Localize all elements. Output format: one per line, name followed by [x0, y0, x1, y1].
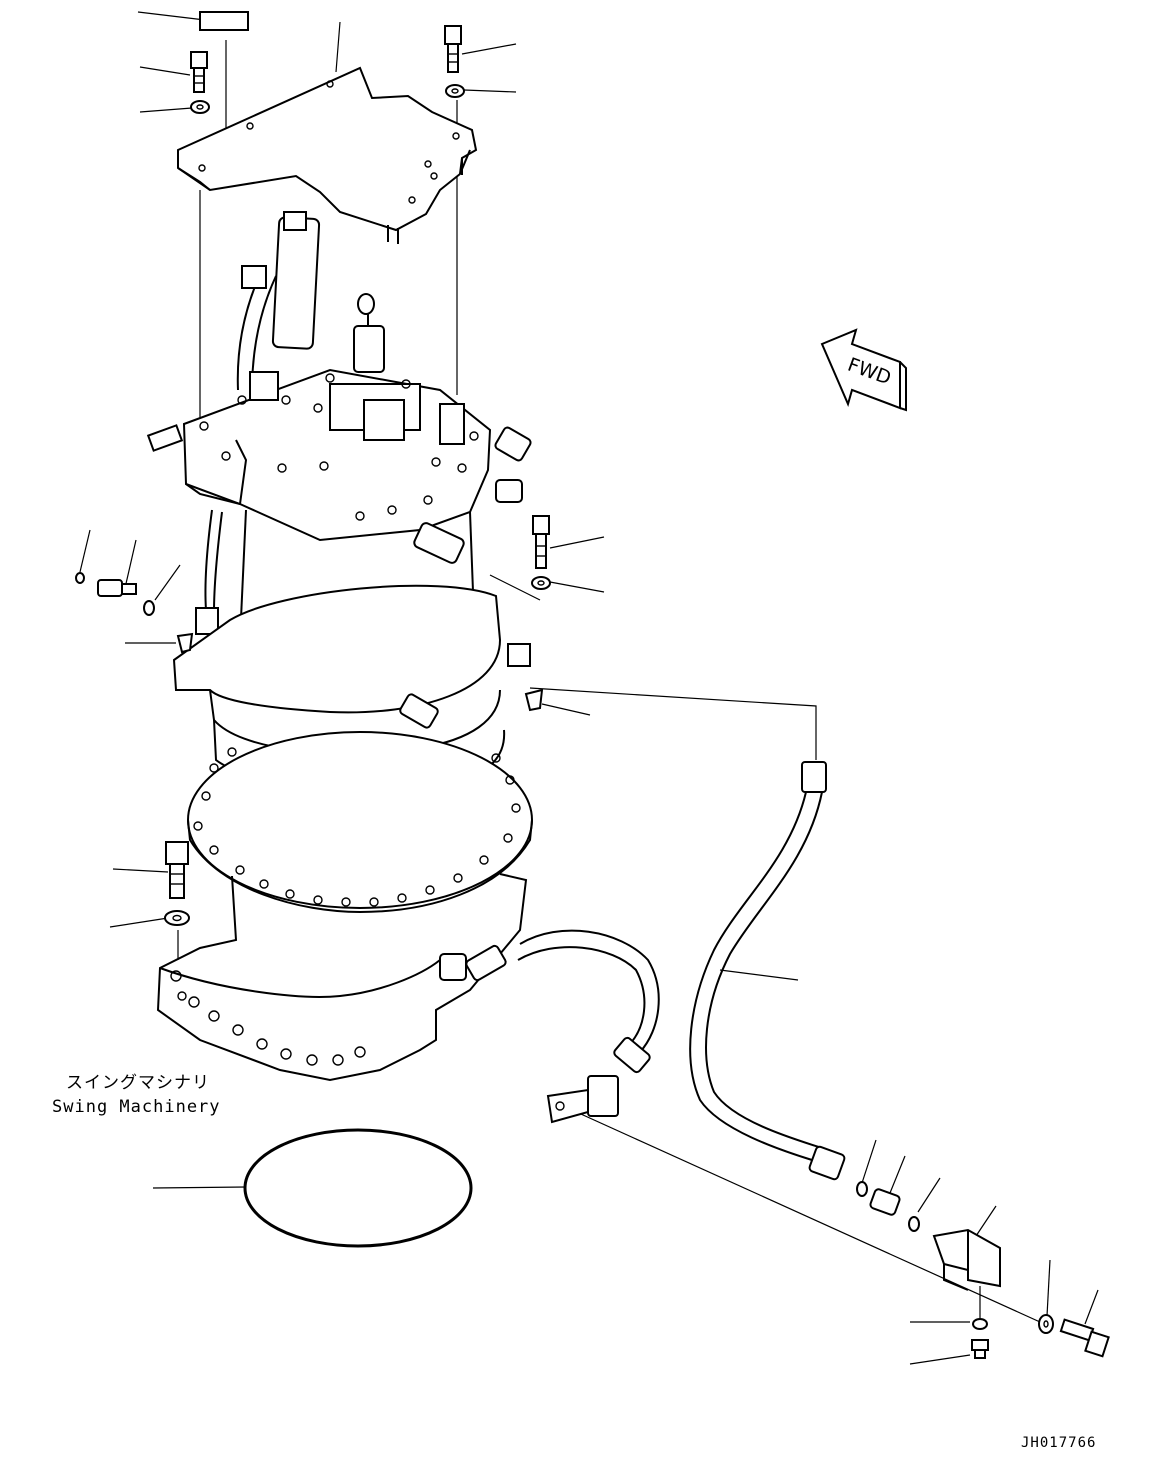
- assembly-name-en: Swing Machinery: [52, 1097, 221, 1117]
- washer-icon: [531, 576, 551, 590]
- o-ring-icon: [856, 1181, 868, 1197]
- mounting-bracket-icon: [932, 1228, 1001, 1291]
- top-fasteners: [190, 25, 465, 114]
- fwd-direction-arrow-icon: FWD: [820, 328, 907, 412]
- cap-icon: [524, 688, 544, 712]
- drain-hose: [689, 761, 846, 1181]
- washer-icon: [445, 84, 465, 98]
- hex-bolt-icon: [1059, 1318, 1110, 1358]
- mounting-holes: [170, 970, 366, 1066]
- flange-bolt-holes: [193, 747, 521, 907]
- lower-fasteners: [164, 841, 190, 926]
- plug-icon: [971, 1339, 989, 1359]
- top-cover-plate: [177, 11, 478, 244]
- drawing-code: JH017766: [1021, 1435, 1096, 1451]
- large-o-ring: [243, 1128, 473, 1248]
- washer-icon: [1038, 1314, 1054, 1334]
- connector-fitting-icon: [869, 1188, 901, 1216]
- hex-bolt-icon: [532, 515, 550, 569]
- cap-icon: [176, 632, 194, 654]
- hex-bolt-icon: [444, 25, 462, 73]
- washer-icon: [164, 910, 190, 926]
- right-fasteners: [524, 515, 551, 712]
- sensor-fittings: [856, 1181, 1110, 1359]
- sensor-hose: [517, 929, 660, 1124]
- hex-bolt-icon: [165, 841, 189, 899]
- hex-bolt-icon: [190, 51, 208, 93]
- o-ring-icon: [143, 600, 155, 616]
- o-ring-icon: [908, 1216, 920, 1232]
- caution-label-icon: [199, 11, 249, 31]
- plug-fitting-icon: [97, 579, 137, 597]
- o-ring-icon: [75, 572, 85, 584]
- left-fittings: [75, 572, 194, 654]
- swing-reducer-body: [156, 584, 533, 1082]
- washer-icon: [190, 100, 210, 114]
- o-ring-icon: [972, 1318, 988, 1330]
- assembly-name-jp: スイングマシナリ: [66, 1073, 210, 1093]
